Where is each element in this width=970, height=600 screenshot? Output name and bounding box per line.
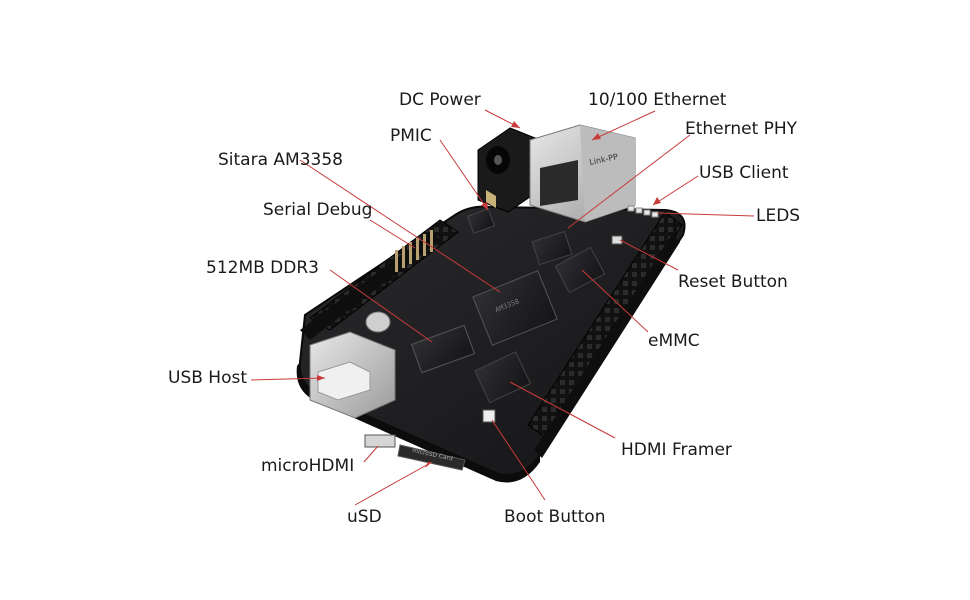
emmc-chip <box>554 246 606 294</box>
right-header <box>527 211 683 439</box>
reset-button-part <box>611 235 623 245</box>
ethernet-phy-chip <box>531 230 573 266</box>
label-ethernet-phy: Ethernet PHY <box>685 119 798 139</box>
leader-lines <box>250 109 755 506</box>
processor-chip <box>472 270 558 346</box>
label-usd: uSD <box>347 507 382 527</box>
label-serial-debug: Serial Debug <box>263 200 373 220</box>
status-leds <box>627 205 659 218</box>
capacitor <box>365 311 391 333</box>
label-reset-button: Reset Button <box>678 272 788 292</box>
label-dc-power: DC Power <box>399 90 481 110</box>
dc-power-jack <box>477 127 541 213</box>
label-boot-button: Boot Button <box>504 507 606 527</box>
label-sitara: Sitara AM3358 <box>218 150 343 170</box>
pmic-chip <box>466 208 496 234</box>
boot-button-part <box>482 409 496 423</box>
rj45-jack: Link-PP <box>529 124 636 223</box>
label-leds: LEDS <box>756 206 801 226</box>
usb-host-connector <box>309 331 396 419</box>
hdmi-framer-chip <box>474 351 532 404</box>
label-ethernet: 10/100 Ethernet <box>588 90 727 110</box>
label-usb-host: USB Host <box>168 368 248 388</box>
label-micro-hdmi: microHDMI <box>261 456 355 476</box>
label-pmic: PMIC <box>390 126 432 146</box>
leader-line-arrows <box>317 121 661 468</box>
label-emmc: eMMC <box>648 331 700 351</box>
label-hdmi-framer: HDMI Framer <box>621 440 732 460</box>
ddr3-chip <box>410 324 476 374</box>
serial-debug-pins <box>395 230 433 272</box>
label-ddr3: 512MB DDR3 <box>206 258 319 278</box>
usd-slot <box>397 444 466 471</box>
micro-hdmi-connector <box>364 434 396 448</box>
label-usb-client: USB Client <box>699 163 789 183</box>
